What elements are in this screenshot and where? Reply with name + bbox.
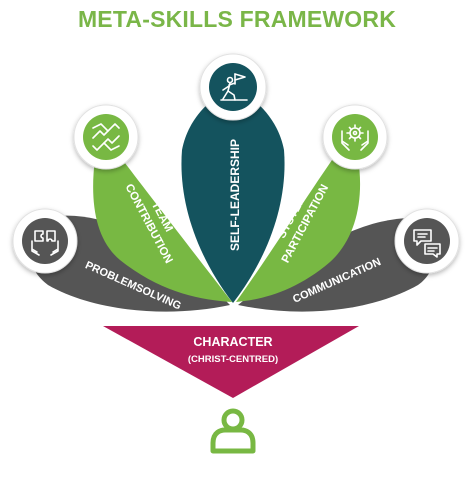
person-icon	[210, 408, 256, 454]
self-leadership-label-group: SELF-LEADERSHIP	[228, 139, 242, 251]
puzzle-hands-icon	[31, 230, 59, 256]
self-leadership-icon-circle	[199, 53, 267, 121]
page-title: META-SKILLS FRAMEWORK	[77, 6, 397, 32]
character-base	[103, 326, 359, 398]
character-label: CHARACTER	[193, 335, 272, 349]
handshake-icon	[92, 123, 120, 151]
flag-climber-icon	[220, 73, 248, 101]
team-contribution-petal	[93, 130, 232, 302]
title-area: META-SKILLS FRAMEWORK	[0, 6, 474, 33]
chat-bubbles-icon	[413, 229, 441, 258]
gear-hands-icon	[341, 124, 369, 151]
self-leadership-petal	[181, 88, 285, 303]
communication-icon-circle	[394, 208, 460, 274]
christ-centred-label: (CHRIST-CENTRED)	[188, 354, 278, 365]
team-contribution-icon-circle	[73, 104, 139, 170]
system-participation-icon-circle	[322, 104, 388, 170]
system-participation-petal	[236, 132, 361, 302]
problemsolving-icon-circle	[12, 208, 78, 274]
self-leadership-label: SELF-LEADERSHIP	[228, 139, 242, 251]
